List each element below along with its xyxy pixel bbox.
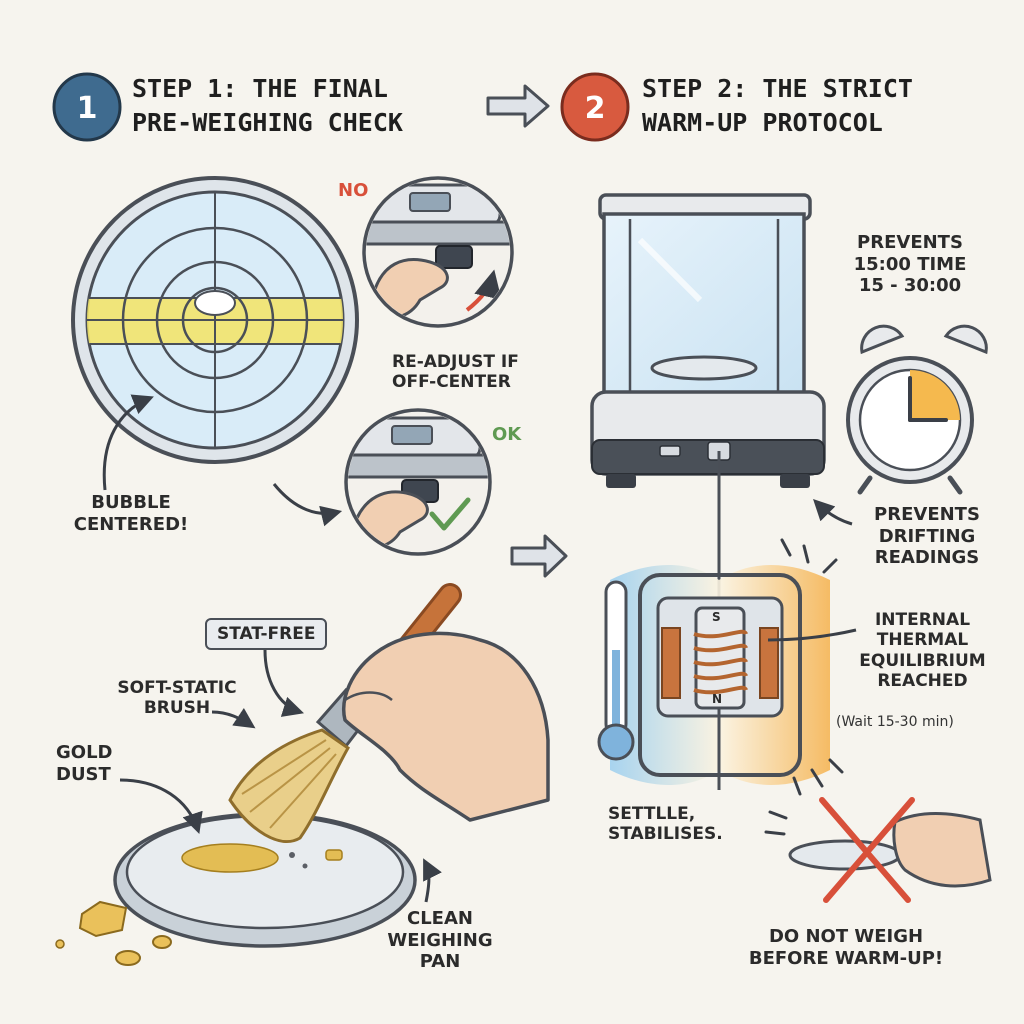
dust-pointer-arrow-icon <box>119 778 203 834</box>
warn-line-2: BEFORE WARM-UP! <box>748 947 944 969</box>
clean-pan-label: CLEAN WEIGHING PAN <box>380 908 500 973</box>
readjust-line-1: RE-ADJUST IF <box>392 352 519 372</box>
heat-rays <box>780 538 844 796</box>
equil-line-4: REACHED <box>877 671 968 692</box>
time-line-3: 15 - 30:00 <box>858 275 962 297</box>
weighing-pan-icon <box>113 812 417 948</box>
pan-line-3: PAN <box>419 951 461 973</box>
do-not-weigh-scene <box>764 797 992 903</box>
drift-line-1: PREVENTS <box>874 504 980 525</box>
equilibrium-label: INTERNAL THERMAL EQUILIBRIUM REACHED <box>840 610 1005 692</box>
equilibrium-pointer-line <box>767 628 857 642</box>
leveling-foot-no-inset <box>362 176 514 328</box>
step-2-badge: 2 <box>560 72 630 142</box>
magnet-n-label: N <box>712 692 723 706</box>
pan-line-1: CLEAN <box>407 908 473 929</box>
stat-free-arrow-icon <box>263 649 305 717</box>
step-1-title-line-1: STEP 1: THE FINAL <box>132 74 388 103</box>
equil-line-3: EQUILIBRIUM <box>859 650 986 671</box>
header-arrow-icon <box>486 84 550 128</box>
step-1-title-line-2: PRE-WEIGHING CHECK <box>132 107 403 137</box>
equil-line-1: INTERNAL <box>874 610 971 630</box>
alarm-clock-icon <box>846 324 988 495</box>
bubble-line-1: BUBBLE <box>91 492 171 513</box>
dust-line-2: DUST <box>56 763 111 785</box>
gold-dust <box>55 843 343 966</box>
check-icon <box>429 497 471 531</box>
step-2-title: STEP 2: THE STRICT WARM-UP PROTOCOL <box>642 72 913 140</box>
leveling-foot-ok-inset <box>344 408 492 556</box>
warn-line-1: DO NOT WEIGH <box>768 926 924 947</box>
step-1-badge: 1 <box>52 72 122 142</box>
step-2-number: 2 <box>585 91 606 126</box>
drift-line-3: READINGS <box>874 547 980 569</box>
time-label: PREVENTS 15:00 TIME 15 - 30:00 <box>835 232 985 297</box>
step-1-title: STEP 1: THE FINAL PRE-WEIGHING CHECK <box>132 72 403 140</box>
ok-label: OK <box>492 424 522 445</box>
time-line-2: 15:00 TIME <box>853 253 967 275</box>
brush-label: SOFT-STATIC BRUSH <box>92 678 262 719</box>
bubble-pointer-arrow-icon <box>102 394 154 491</box>
hand <box>342 631 550 822</box>
wait-label: (Wait 15-30 min) <box>836 714 954 730</box>
step-1-number: 1 <box>77 91 98 126</box>
settle-line-2: STABILISES. <box>608 824 723 845</box>
pan-line-2: WEIGHING <box>387 929 493 951</box>
brush-line-2: BRUSH <box>143 698 211 719</box>
bubble-line-2: CENTERED! <box>73 513 189 535</box>
magnet-coil-icon <box>610 565 830 790</box>
brush-pointer-arrow-icon <box>211 707 256 729</box>
to-ok-arrow-icon <box>272 483 343 527</box>
analytical-balance-icon <box>590 193 826 488</box>
bubble-centered-label: BUBBLE CENTERED! <box>56 492 206 535</box>
drift-label: PREVENTS DRIFTING READINGS <box>852 504 1002 569</box>
bubble-level-icon <box>71 176 359 464</box>
drift-pointer-arrow-icon <box>813 499 853 526</box>
magnet-s-label: S <box>712 610 721 624</box>
thermometer-icon <box>597 580 635 761</box>
drift-line-2: DRIFTING <box>878 525 976 547</box>
gold-dust-label: GOLD DUST <box>56 742 113 785</box>
settle-label: SETTLLE, STABILISES. <box>608 804 723 845</box>
step-2-title-line-1: STEP 2: THE STRICT <box>642 74 913 103</box>
dust-line-1: GOLD <box>56 742 113 763</box>
equil-line-2: THERMAL <box>876 630 969 651</box>
middle-arrow-icon <box>510 534 568 578</box>
no-label: NO <box>338 180 369 201</box>
step-2-title-line-2: WARM-UP PROTOCOL <box>642 107 883 137</box>
readjust-label: RE-ADJUST IF OFF-CENTER <box>392 352 519 393</box>
warning-label: DO NOT WEIGH BEFORE WARM-UP! <box>716 926 976 969</box>
pan-pointer-arrow-icon <box>423 858 442 903</box>
settle-line-1: SETTLLE, <box>608 804 696 824</box>
stat-free-tag: STAT-FREE <box>205 618 328 651</box>
readjust-line-2: OFF-CENTER <box>392 372 511 393</box>
brush-line-1: SOFT-STATIC <box>117 678 237 698</box>
time-line-1: PREVENTS <box>857 232 963 253</box>
cross-icon <box>819 797 911 903</box>
